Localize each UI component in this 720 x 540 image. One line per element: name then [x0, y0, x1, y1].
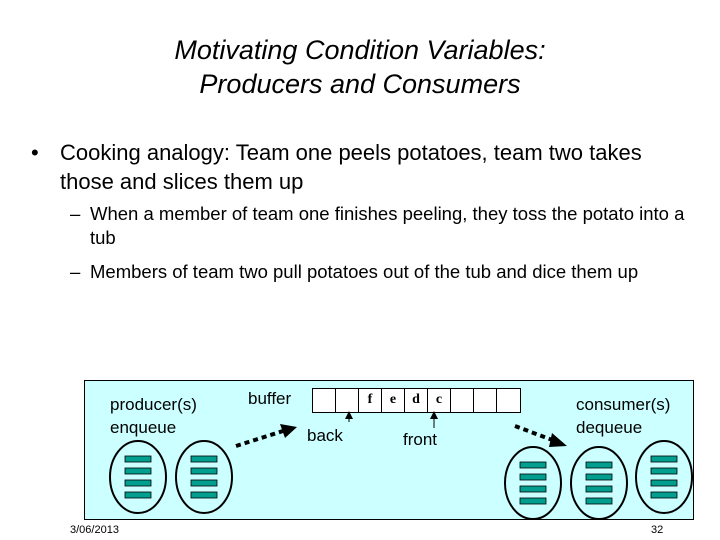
thread-stack-bar — [585, 461, 613, 469]
thread-outline — [504, 446, 562, 520]
producer-label: producer(s) — [110, 395, 197, 414]
thread-stack-bar — [190, 467, 218, 475]
slide-title: Motivating Condition Variables: Producer… — [0, 33, 720, 101]
buffer-cell: e — [382, 389, 405, 412]
consumer-thread — [570, 446, 628, 520]
bullet-dot: • — [31, 140, 39, 165]
dequeue-arrow — [514, 424, 556, 443]
sub-bullet-dash: – — [70, 203, 81, 224]
thread-outline — [175, 440, 233, 514]
thread-outline — [635, 440, 693, 514]
thread-stack-bar — [650, 491, 678, 499]
consumer-action-label: dequeue — [576, 418, 643, 437]
producer-action-label: enqueue — [110, 418, 177, 437]
thread-group — [109, 440, 693, 520]
dequeue-arrow-head — [549, 433, 567, 447]
enqueue-arrow — [235, 429, 284, 448]
buffer-cell: d — [405, 389, 428, 412]
buffer-cell — [474, 389, 497, 412]
footer-page-number: 32 — [651, 524, 664, 536]
thread-stack-bar — [519, 473, 547, 481]
thread-stack-bar — [190, 455, 218, 463]
title-line-1: Motivating Condition Variables: — [174, 35, 546, 65]
thread-outline — [109, 440, 167, 514]
thread-stack-bar — [650, 455, 678, 463]
thread-outline — [570, 446, 628, 520]
bullet-text: Cooking analogy: Team one peels potatoes… — [60, 140, 642, 194]
thread-stack-bar — [124, 491, 152, 499]
enqueue-arrow-head — [280, 424, 297, 438]
consumer-label: consumer(s) — [576, 395, 671, 414]
sub-bullet-dash: – — [70, 261, 81, 282]
thread-stack-bar — [190, 491, 218, 499]
buffer-label: buffer — [248, 389, 292, 408]
thread-stack-bar — [519, 497, 547, 505]
sub-bullet-text: Members of team two pull potatoes out of… — [90, 261, 639, 282]
buffer-cell — [451, 389, 474, 412]
thread-stack-bar — [519, 485, 547, 493]
front-label: front — [403, 430, 438, 449]
thread-stack-bar — [650, 467, 678, 475]
thread-stack-bar — [124, 455, 152, 463]
thread-stack-bar — [124, 479, 152, 487]
thread-stack-bar — [585, 497, 613, 505]
consumer-thread — [504, 446, 562, 520]
thread-stack-bar — [585, 473, 613, 481]
back-label: back — [307, 426, 343, 445]
sub-bullet-text: When a member of team one finishes peeli… — [90, 203, 685, 248]
buffer-cell: f — [359, 389, 382, 412]
thread-stack-bar — [519, 461, 547, 469]
buffer-cell — [336, 389, 359, 412]
thread-stack-bar — [650, 479, 678, 487]
title-line-2: Producers and Consumers — [199, 69, 521, 99]
producer-thread — [175, 440, 233, 514]
producer-thread — [109, 440, 167, 514]
thread-stack-bar — [124, 467, 152, 475]
buffer-cell — [313, 389, 336, 412]
thread-stack-bar — [190, 479, 218, 487]
thread-stack-bar — [585, 485, 613, 493]
footer-date: 3/06/2013 — [70, 524, 119, 536]
buffer-cell: c — [428, 389, 451, 412]
consumer-thread — [635, 440, 693, 514]
buffer-cell — [497, 389, 520, 412]
